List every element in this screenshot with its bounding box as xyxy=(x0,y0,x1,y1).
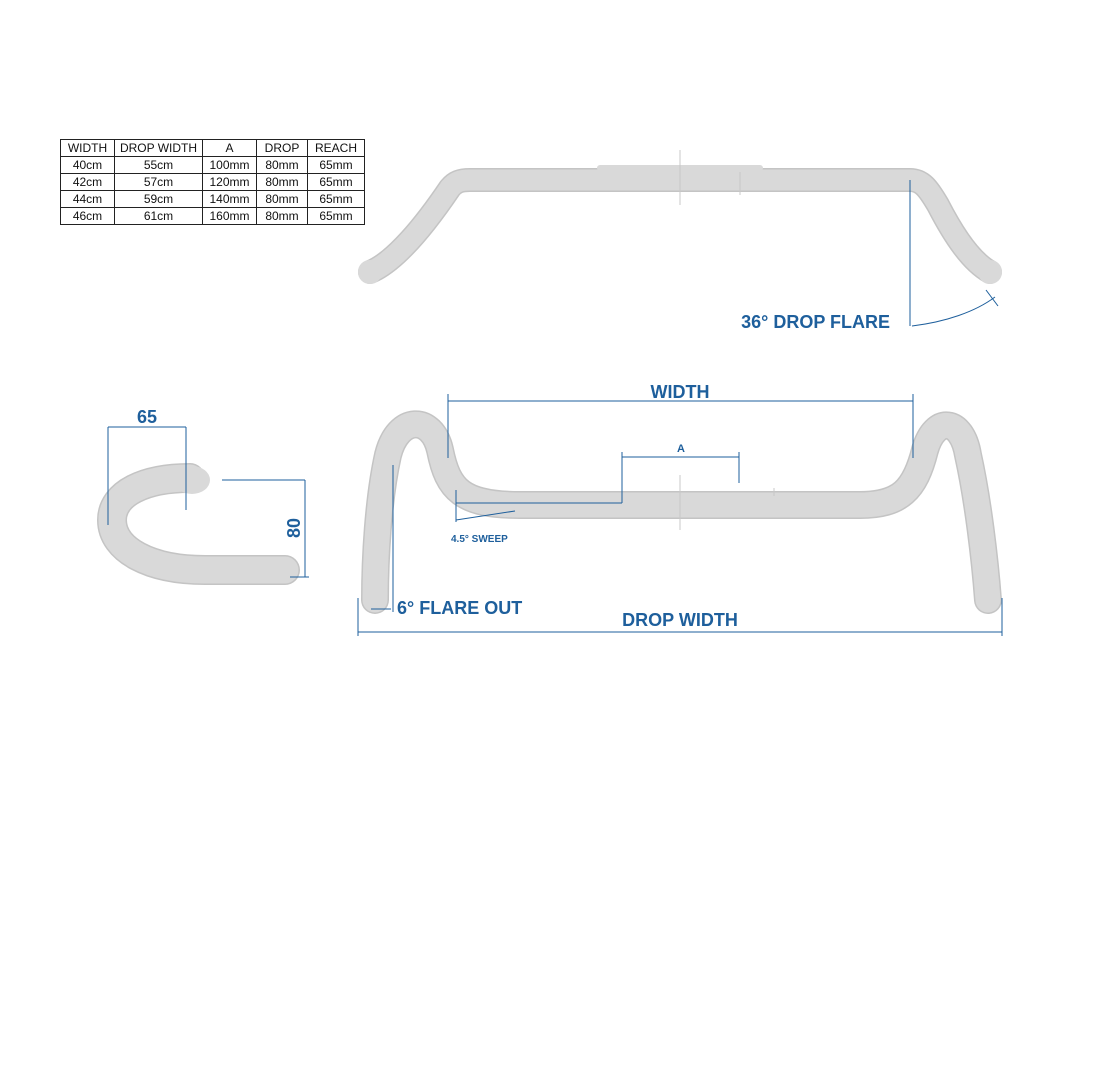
cell-reach: 65mm xyxy=(307,156,365,174)
side-view-handlebar xyxy=(97,463,300,585)
spec-table: WIDTH DROP WIDTH A DROP REACH 40cm 55cm … xyxy=(60,139,365,225)
reach-label: 65 xyxy=(137,407,157,427)
drop-flare-label: 36° DROP FLARE xyxy=(741,312,890,332)
sweep-dimension xyxy=(455,490,622,522)
width-label: WIDTH xyxy=(651,382,710,402)
cell-width: 46cm xyxy=(60,207,115,225)
drop-dimension xyxy=(222,479,309,578)
left-drop-end xyxy=(358,260,382,284)
cell-drop-width: 61cm xyxy=(114,207,203,225)
reach-dimension xyxy=(107,426,187,525)
flare-out-dimension xyxy=(371,465,394,612)
right-drop-end xyxy=(978,260,1002,284)
a-dimension xyxy=(621,452,740,503)
cell-width: 44cm xyxy=(60,190,115,208)
cell-drop: 80mm xyxy=(256,207,308,225)
front-view-handlebar xyxy=(361,410,1002,614)
drop-width-dimension xyxy=(357,598,1003,636)
side-clamp-end xyxy=(174,466,210,494)
drop-width-label: DROP WIDTH xyxy=(622,610,738,630)
sweep-label: 4.5° SWEEP xyxy=(451,534,508,545)
cell-reach: 65mm xyxy=(307,207,365,225)
a-label: A xyxy=(677,443,685,455)
drop-flare-dimension xyxy=(909,180,999,327)
drop-label: 80 xyxy=(284,518,304,538)
top-view-handlebar xyxy=(358,150,1002,284)
flare-out-label: 6° FLARE OUT xyxy=(397,598,522,618)
cell-drop-width: 59cm xyxy=(114,190,203,208)
table-row: 46cm 61cm 160mm 80mm 65mm xyxy=(60,207,365,225)
width-dimension xyxy=(447,394,914,458)
cell-a: 160mm xyxy=(202,207,257,225)
cell-drop: 80mm xyxy=(256,156,308,174)
cell-a: 140mm xyxy=(202,190,257,208)
